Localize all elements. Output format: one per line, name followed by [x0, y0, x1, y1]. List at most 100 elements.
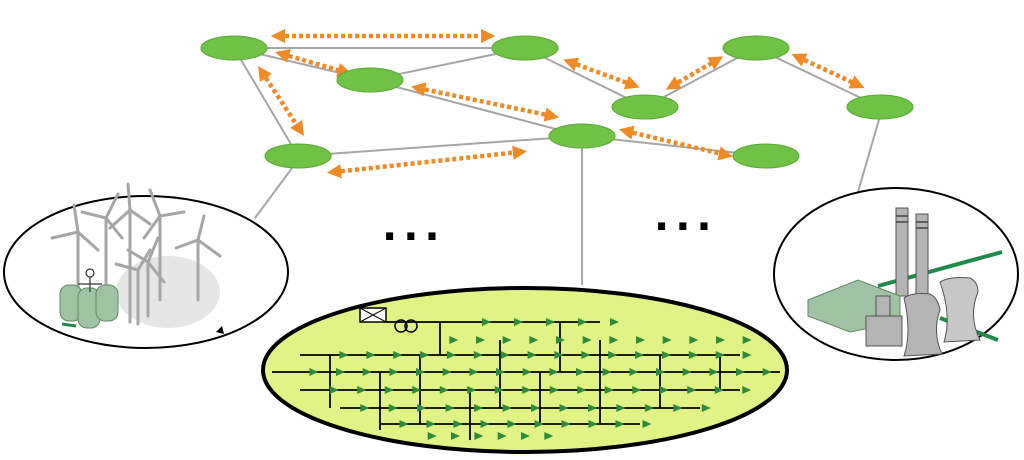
load-arrow	[439, 386, 449, 394]
load-arrow	[451, 432, 460, 440]
load-arrow	[604, 386, 614, 394]
load-arrow	[529, 336, 539, 344]
load-arrow	[496, 368, 505, 376]
ellipsis-left: ...	[382, 204, 446, 250]
load-arrow	[636, 336, 645, 344]
load-arrow	[656, 368, 665, 376]
load-arrow	[688, 351, 698, 359]
load-arrow	[482, 318, 491, 326]
load-arrow	[561, 420, 571, 428]
ellipsis-right: ...	[654, 194, 718, 240]
load-arrow	[587, 404, 597, 412]
load-arrow	[473, 351, 483, 359]
load-arrow	[635, 351, 645, 359]
load-arrow	[687, 386, 697, 394]
load-arrow	[366, 351, 376, 359]
flow-arrow	[618, 125, 734, 161]
load-arrow	[716, 336, 725, 344]
flow-arrow	[326, 145, 528, 179]
load-arrow	[689, 336, 699, 344]
bus-node	[264, 143, 332, 169]
load-arrow	[426, 420, 436, 428]
load-arrow	[502, 336, 512, 344]
load-arrow	[476, 336, 485, 344]
flow-arrow	[275, 49, 352, 77]
load-arrow	[522, 386, 532, 394]
load-arrow	[577, 386, 587, 394]
load-arrow	[388, 404, 398, 412]
load-arrow	[522, 368, 532, 376]
load-arrow	[709, 368, 719, 376]
load-arrow	[500, 351, 510, 359]
flow-arrow	[258, 65, 304, 137]
load-arrow	[497, 432, 507, 440]
load-arrow	[661, 351, 671, 359]
load-arrow	[578, 318, 587, 326]
load-arrow	[467, 386, 477, 394]
power-flow-arrows	[258, 28, 865, 179]
load-arrow	[480, 420, 490, 428]
flow-arrow	[563, 57, 640, 90]
load-arrow	[393, 351, 403, 359]
flow-arrow	[410, 82, 560, 122]
load-arrow	[549, 386, 559, 394]
load-arrow	[615, 420, 625, 428]
load-arrow	[581, 351, 591, 359]
flow-arrow	[665, 56, 724, 90]
bus-nodes	[200, 35, 914, 169]
bus-node	[722, 35, 790, 61]
load-arrow	[339, 351, 349, 359]
load-arrow	[762, 368, 772, 376]
load-arrow	[662, 336, 672, 344]
load-arrow	[514, 318, 523, 326]
load-arrow	[362, 368, 372, 376]
load-arrow	[715, 351, 725, 359]
load-arrow	[554, 351, 564, 359]
load-arrow	[336, 368, 345, 376]
load-arrow	[357, 386, 367, 394]
bus-node	[491, 35, 559, 61]
power-plant-icon	[773, 187, 1019, 361]
load-arrow	[474, 404, 484, 412]
load-arrow	[588, 420, 598, 428]
load-arrow	[534, 420, 544, 428]
load-arrow	[632, 386, 642, 394]
load-arrow	[507, 420, 517, 428]
load-arrow	[609, 336, 619, 344]
load-arrow	[360, 404, 370, 412]
load-arrow	[576, 368, 585, 376]
load-arrow	[682, 368, 692, 376]
load-arrow	[582, 336, 592, 344]
flow-arrow	[791, 53, 865, 89]
load-arrow	[417, 404, 427, 412]
load-arrow	[329, 386, 339, 394]
bus-node	[336, 67, 404, 93]
load-arrow	[399, 420, 409, 428]
load-arrow	[531, 404, 540, 412]
load-arrow	[453, 420, 463, 428]
load-arrow	[412, 386, 422, 394]
load-arrow	[389, 368, 399, 376]
load-arrow	[659, 386, 669, 394]
load-arrow	[608, 351, 618, 359]
load-arrow	[629, 368, 639, 376]
load-arrow	[742, 336, 752, 344]
bus-node	[611, 94, 679, 120]
load-arrow	[521, 432, 530, 440]
load-arrow	[556, 336, 565, 344]
bus-node	[200, 35, 268, 61]
load-arrow	[642, 420, 652, 428]
load-arrow	[714, 386, 724, 394]
load-arrow	[384, 386, 394, 394]
load-arrow	[309, 368, 319, 376]
load-arrow	[420, 351, 430, 359]
load-arrow	[446, 351, 456, 359]
load-arrow	[602, 368, 612, 376]
load-arrow	[442, 368, 452, 376]
load-arrow	[544, 432, 554, 440]
load-arrow	[502, 404, 512, 412]
distribution-network-icon	[261, 286, 789, 454]
load-arrow	[527, 351, 537, 359]
